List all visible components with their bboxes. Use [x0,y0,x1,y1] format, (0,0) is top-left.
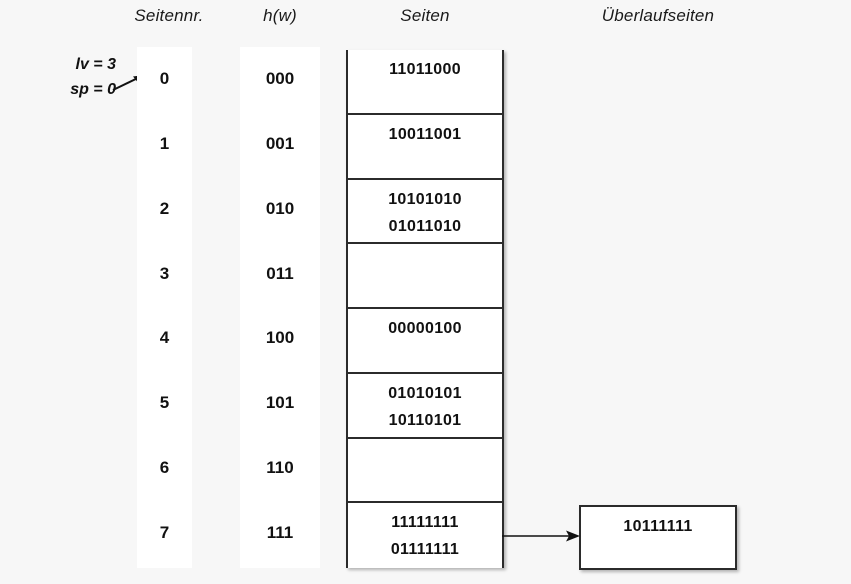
page-entry: 10110101 [388,411,462,429]
lv-sp-annotation: lv = 3 sp = 0 [38,52,116,102]
column-header-seitennr: Seitennr. [134,6,204,25]
page-entry: 01011010 [388,217,462,235]
hw-cell: 100 [265,328,295,348]
seitennr-cell: 3 [159,263,170,283]
seitennr-cell: 1 [159,134,170,154]
seiten-box: 11011000 10011001 10101010 01011010 00000100… [346,50,504,568]
hw-cell: 011 [266,263,294,283]
page-entry: 11011000 [389,61,461,78]
column-header-ueberlaufseiten: Überlaufseiten [601,6,715,25]
lv-value: lv = 3 [75,56,116,73]
seitennr-cell: 7 [159,522,170,542]
page-cell: 11111111 01111111 [348,503,502,568]
hw-cell: 001 [265,134,295,154]
overflow-page-value: 10111111 [623,518,693,535]
hw-cell: 111 [266,522,294,542]
page-entry: 11111111 [391,514,459,532]
page-cell: 11011000 [348,50,502,115]
page-cell [348,438,502,504]
hw-cell: 110 [266,457,294,477]
hw-cell: 010 [265,198,295,218]
hw-cell: 000 [265,69,295,89]
page-entry: 01010101 [388,384,462,402]
hw-cell: 101 [265,393,295,413]
page-cell [348,244,502,309]
overflow-page-box: 10111111 [579,505,737,570]
page-cell: 10011001 [348,114,502,180]
seitennr-cell: 2 [159,198,170,218]
page-entry: 01111111 [390,541,460,559]
seitennr-cell: 4 [159,328,170,348]
page-entry: 10011001 [388,125,462,143]
overflow-connector-arrow-icon [502,530,580,542]
seitennr-cell: 5 [159,393,170,413]
column-header-seiten: Seiten [400,6,450,25]
page-cell: 00000100 [348,309,502,374]
page-cell: 01010101 10110101 [348,373,502,439]
seitennr-column: 0 1 2 3 4 5 6 7 [137,47,192,568]
page-cell: 10101010 01011010 [348,179,502,245]
column-header-hw: h(w) [263,6,297,25]
seitennr-cell: 0 [159,69,170,89]
seitennr-cell: 6 [159,457,170,477]
page-entry: 00000100 [388,320,462,337]
page-entry: 10101010 [388,190,462,208]
hw-column: 000 001 010 011 100 101 110 111 [240,47,320,568]
sp-value: sp = 0 [70,81,116,98]
